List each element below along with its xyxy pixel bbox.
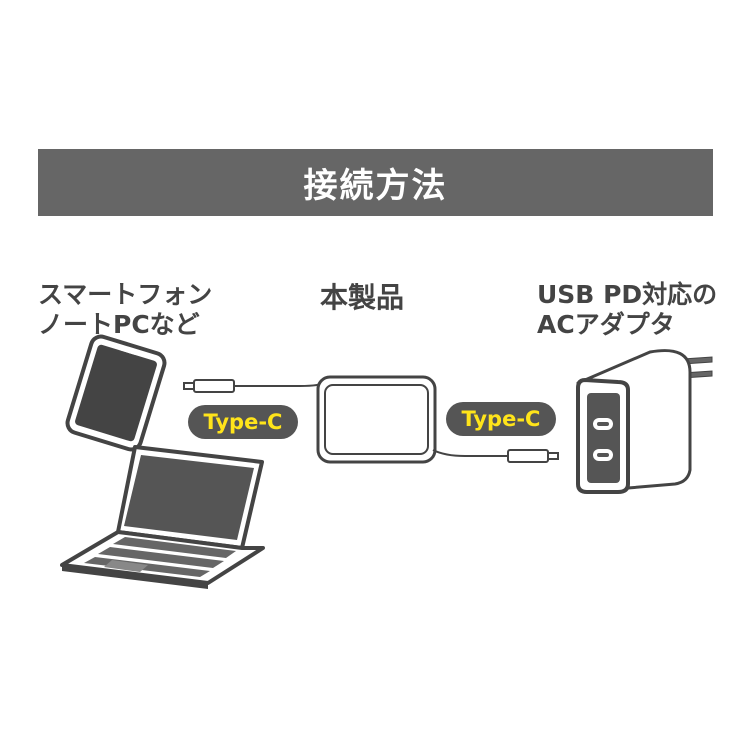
left-cable bbox=[183, 379, 329, 393]
laptop-icon bbox=[60, 445, 265, 589]
section-title: 接続方法 bbox=[303, 166, 448, 206]
adapter-label-line2: ACアダプタ bbox=[537, 310, 675, 339]
adapter-label: USB PD対応の ACアダプタ bbox=[537, 280, 717, 340]
connector-badge-left-text: Type-C bbox=[203, 410, 283, 434]
ac-adapter-icon bbox=[576, 349, 713, 494]
connector-badge-left: Type-C bbox=[188, 405, 298, 439]
adapter-label-line1: USB PD対応の bbox=[537, 280, 718, 309]
source-device-label-line2: ノートPCなど bbox=[38, 310, 200, 339]
smartphone-icon bbox=[65, 334, 167, 452]
connector-badge-right: Type-C bbox=[446, 402, 556, 436]
source-device-label-line1: スマートフォン bbox=[38, 280, 213, 309]
product-icon bbox=[316, 375, 437, 464]
connector-badge-right-text: Type-C bbox=[461, 407, 541, 431]
product-label: 本製品 bbox=[320, 281, 405, 314]
trackpad bbox=[104, 560, 148, 572]
source-device-label: スマートフォン ノートPCなど bbox=[38, 280, 212, 340]
right-cable bbox=[432, 449, 559, 463]
section-title-bar: 接続方法 bbox=[38, 149, 713, 216]
